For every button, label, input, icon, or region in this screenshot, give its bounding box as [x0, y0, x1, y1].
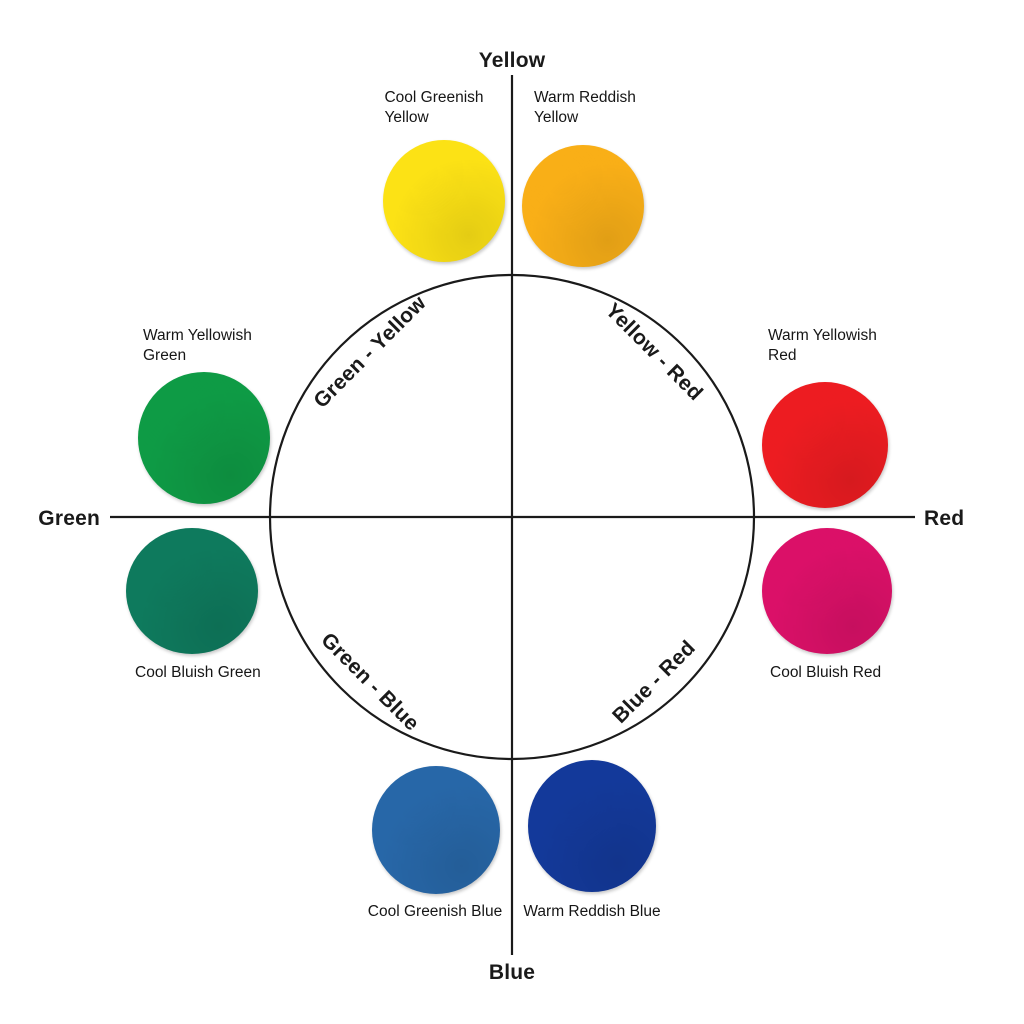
swatch-caption-warm-reddish-blue: Warm Reddish Blue: [523, 903, 661, 920]
swatch-warm-yellowish-green: [138, 372, 270, 504]
swatch-caption-warm-yellowish-green: Warm Yellowish Green: [143, 327, 252, 364]
swatch-cool-bluish-red: [762, 528, 892, 654]
swatch-caption-warm-reddish-yellow: Warm Reddish Yellow: [534, 89, 636, 126]
pole-label-green: Green: [38, 507, 100, 530]
pole-label-blue: Blue: [488, 961, 536, 984]
swatch-cool-greenish-blue: [372, 766, 500, 894]
pole-label-yellow: Yellow: [478, 49, 546, 72]
swatch-caption-cool-greenish-blue: Cool Greenish Blue: [367, 903, 503, 920]
swatch-warm-reddish-blue: [528, 760, 656, 892]
pole-label-red: Red: [924, 507, 965, 530]
swatch-caption-cool-greenish-yellow: Cool Greenish Yellow: [384, 89, 484, 126]
swatch-cool-greenish-yellow: [383, 140, 505, 262]
swatch-warm-reddish-yellow: [522, 145, 644, 267]
swatch-cool-bluish-green: [126, 528, 258, 654]
swatch-caption-cool-bluish-red: Cool Bluish Red: [770, 664, 882, 681]
swatch-caption-warm-yellowish-red: Warm Yellowish Red: [768, 327, 877, 364]
swatch-warm-yellowish-red: [762, 382, 888, 508]
swatch-caption-cool-bluish-green: Cool Bluish Green: [135, 664, 261, 681]
